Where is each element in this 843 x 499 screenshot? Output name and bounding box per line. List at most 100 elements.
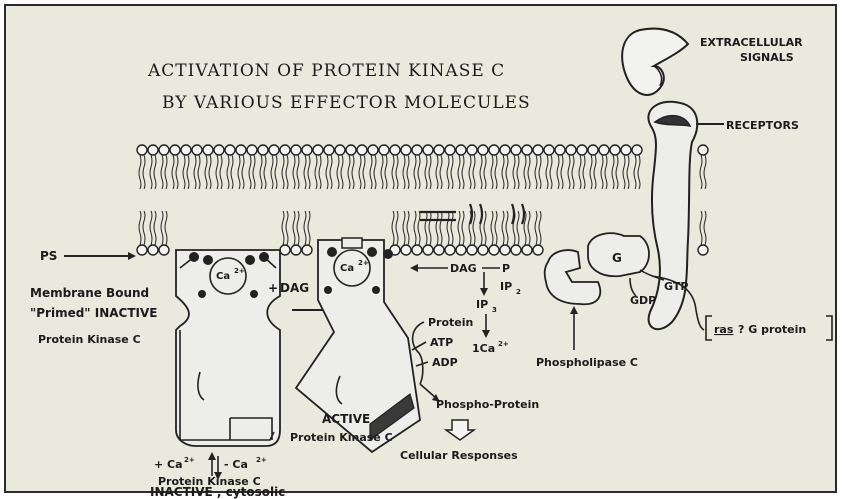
lipid-tail xyxy=(286,155,288,189)
lipid-tail xyxy=(282,211,284,245)
lipid-tail xyxy=(326,155,328,189)
lipid-tail xyxy=(260,155,262,189)
lipid-tail xyxy=(539,211,541,245)
primed-ca-label: Ca xyxy=(216,271,230,282)
ca-plus-label: + Ca xyxy=(154,458,183,471)
lipid-tail xyxy=(429,155,431,189)
lipid-tail xyxy=(249,155,251,189)
lipid-head xyxy=(225,145,235,155)
lipid-tail xyxy=(319,155,321,189)
lipid-head xyxy=(203,145,213,155)
lipid-tail xyxy=(315,155,317,189)
lipid-tail xyxy=(572,155,574,189)
lipid-tail xyxy=(601,155,603,189)
lipid-head xyxy=(599,145,609,155)
lipid-tail xyxy=(282,155,284,189)
phospho-protein-label: Phospho-Protein xyxy=(436,398,539,411)
lipid-tail xyxy=(469,211,471,245)
lipid-tail xyxy=(517,211,519,245)
dag-release-arrowhead xyxy=(410,264,418,272)
lipid-head xyxy=(423,245,433,255)
lipid-tail xyxy=(418,155,420,189)
lipid-tail xyxy=(616,155,618,189)
lipid-tail xyxy=(363,155,365,189)
lipid-tail xyxy=(546,155,548,189)
lipid-head xyxy=(434,145,444,155)
lipid-tail xyxy=(451,211,453,245)
phospholipase-label: Phospholipase C xyxy=(536,356,638,369)
lipid-tail xyxy=(374,155,376,189)
lipid-tail xyxy=(638,155,640,189)
lipid-head xyxy=(335,145,345,155)
lipid-tail xyxy=(242,155,244,189)
lipid-head xyxy=(148,245,158,255)
lipid-tail xyxy=(469,155,471,189)
protein-label: Protein xyxy=(428,316,473,329)
active-label: ACTIVE xyxy=(322,412,370,426)
plus-sign: + xyxy=(268,281,278,295)
extracellular-label-2: SIGNALS xyxy=(740,51,794,64)
lipid-head xyxy=(291,245,301,255)
lipid-tail xyxy=(161,155,163,189)
lipid-tail xyxy=(414,155,416,189)
lipid-head xyxy=(247,145,257,155)
lipid-tail xyxy=(271,155,273,189)
lipid-head xyxy=(280,245,290,255)
lipid-tail xyxy=(517,155,519,189)
lipid-tail xyxy=(425,155,427,189)
lipid-tail xyxy=(704,211,706,245)
lipid-tail xyxy=(579,155,581,189)
p-label: P xyxy=(502,262,510,275)
lipid-tail xyxy=(275,155,277,189)
lipid-tail xyxy=(231,155,233,189)
lipid-head xyxy=(390,145,400,155)
lipid-tail xyxy=(154,211,156,245)
lipid-head xyxy=(159,145,169,155)
lipid-tail xyxy=(286,211,288,245)
lipid-head xyxy=(159,245,169,255)
lipid-head xyxy=(181,145,191,155)
lipid-tail xyxy=(407,211,409,245)
lipid-tail xyxy=(407,155,409,189)
dag-in-membrane xyxy=(342,238,362,248)
lipid-tail xyxy=(594,155,596,189)
membrane-bound-label: Membrane Bound xyxy=(30,286,149,300)
lipid-head xyxy=(434,245,444,255)
lipid-tail xyxy=(183,155,185,189)
lipid-head xyxy=(302,145,312,155)
lipid-tail xyxy=(172,155,174,189)
lipid-head xyxy=(412,245,422,255)
ip2-label: IP xyxy=(500,280,512,293)
dag-label: DAG xyxy=(450,262,477,275)
lipid-head xyxy=(478,145,488,155)
lipid-head xyxy=(236,145,246,155)
lipid-head xyxy=(269,145,279,155)
lipid-head xyxy=(302,245,312,255)
lipid-tail xyxy=(341,155,343,189)
ca-minus-label: - Ca xyxy=(224,458,248,471)
lipid-tail xyxy=(308,155,310,189)
lipid-head xyxy=(445,245,455,255)
lipid-head xyxy=(313,145,323,155)
lipid-head xyxy=(401,245,411,255)
lipid-head xyxy=(324,145,334,155)
lipid-tail xyxy=(436,211,438,245)
lipid-tail xyxy=(627,155,629,189)
lipid-head xyxy=(401,145,411,155)
lipid-head xyxy=(698,245,708,255)
lipid-tail xyxy=(381,155,383,189)
lipid-head xyxy=(445,145,455,155)
lipid-tail xyxy=(528,155,530,189)
lipid-head xyxy=(412,145,422,155)
lipid-tail xyxy=(198,155,200,189)
cytosolic-inactive-label: INACTIVE , cytosolic xyxy=(150,485,285,499)
lipid-tail xyxy=(451,155,453,189)
ca-release-arrowhead xyxy=(482,330,490,338)
lipid-tail xyxy=(308,211,310,245)
lipid-tail xyxy=(634,155,636,189)
lipid-tail xyxy=(557,155,559,189)
lipid-head xyxy=(698,145,708,155)
lipid-tail xyxy=(205,155,207,189)
lipid-tail xyxy=(491,155,493,189)
